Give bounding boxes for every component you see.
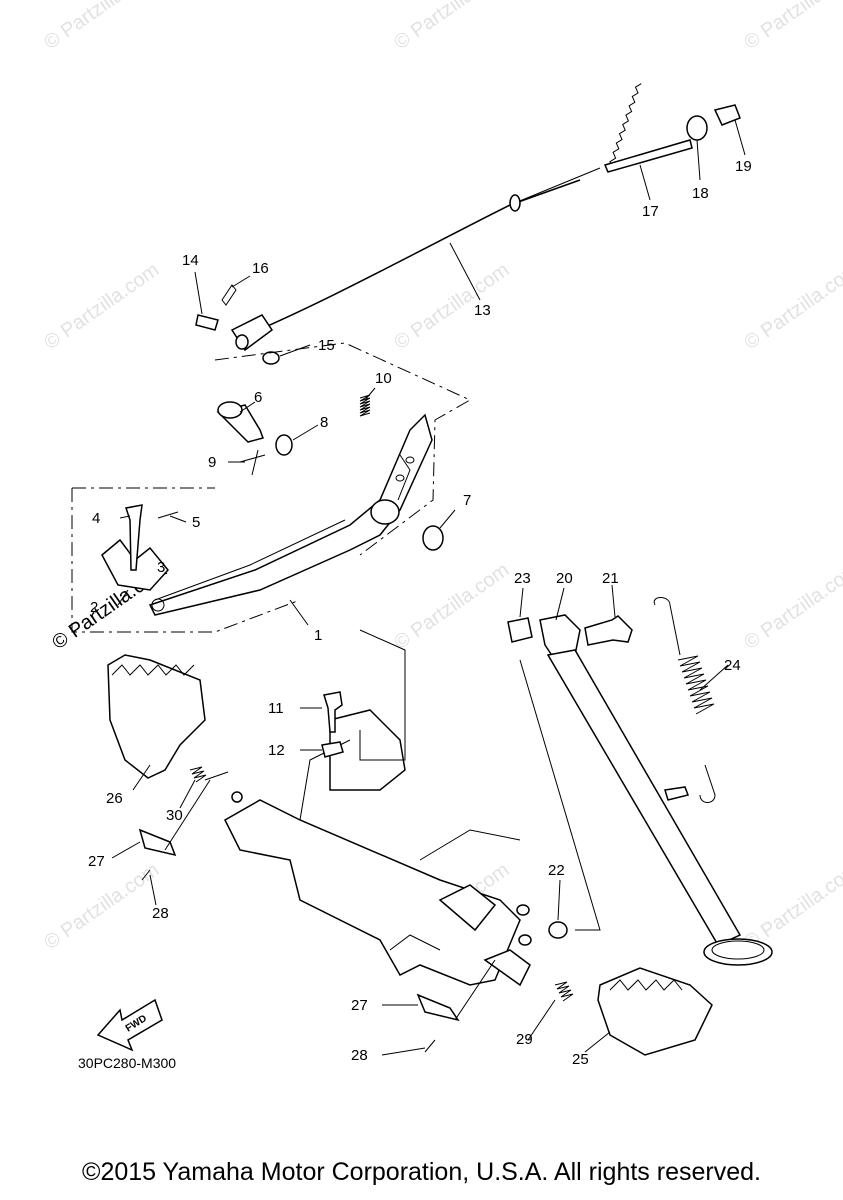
callout-4: 4	[92, 510, 100, 527]
callout-14: 14	[182, 252, 199, 269]
callout-18: 18	[692, 185, 709, 202]
leader-lines	[111, 119, 746, 1056]
brake-pedal	[148, 413, 433, 616]
watermark: © Partzilla.com	[740, 559, 843, 654]
callout-26: 26	[106, 790, 123, 807]
callout-27: 27	[88, 853, 105, 870]
adjusting-nut	[713, 104, 741, 126]
callout-2: 2	[90, 599, 98, 616]
callout-13: 13	[474, 302, 491, 319]
callout-27b: 27	[351, 997, 368, 1014]
sidestand-nut	[507, 617, 533, 643]
footrest-pin	[416, 993, 460, 1022]
brake-rod	[230, 167, 601, 352]
return-spring	[359, 394, 371, 417]
adjuster-joint	[686, 115, 708, 141]
watermark: © Partzilla.com	[40, 259, 163, 354]
callout-21: 21	[602, 570, 619, 587]
copyright-notice: ©2015 Yamaha Motor Corporation, U.S.A. A…	[82, 1158, 761, 1186]
sidestand	[539, 614, 773, 966]
watermark: © Partzilla.com	[740, 859, 843, 954]
cotter	[141, 869, 151, 881]
callout-28b: 28	[351, 1047, 368, 1064]
callout-29: 29	[516, 1031, 533, 1048]
footrest-spring	[189, 766, 229, 783]
callout-23: 23	[514, 570, 531, 587]
callout-3: 3	[157, 559, 165, 576]
sidestand-spring	[653, 597, 716, 803]
nut	[321, 741, 344, 758]
tip-cotter	[157, 511, 179, 519]
callout-28: 28	[152, 905, 169, 922]
circlip	[275, 434, 293, 456]
pedal-washer	[422, 525, 444, 551]
diagram-code: 30PC280-M300	[78, 1055, 176, 1071]
tip-pin	[125, 504, 143, 571]
callout-labels: 1 2 3 4 5 6 7 8 9 10 11 12 13 14 15 16 1…	[88, 158, 752, 1068]
adjuster-spring	[603, 83, 693, 173]
frame-bracket	[224, 709, 532, 987]
watermark: © Partzilla.com	[390, 0, 513, 54]
callout-10: 10	[375, 370, 392, 387]
callout-25: 25	[572, 1051, 589, 1068]
footrest-left	[107, 654, 206, 779]
assembly-outline	[214, 342, 472, 556]
callout-15: 15	[318, 337, 335, 354]
callout-19: 19	[735, 158, 752, 175]
callout-12: 12	[268, 742, 285, 759]
collar	[548, 921, 568, 939]
callout-30: 30	[166, 807, 183, 824]
callout-24: 24	[724, 657, 741, 674]
assembly-outline	[71, 487, 301, 633]
cotter	[424, 1039, 436, 1053]
callout-16: 16	[252, 260, 269, 277]
sidestand-bolt	[584, 615, 633, 646]
callout-11: 11	[268, 700, 284, 717]
fwd-arrow-icon: FWD	[96, 998, 163, 1052]
watermark: © Partzilla.com	[390, 559, 513, 654]
watermark-layer: © Partzilla.com © Partzilla.com © Partzi…	[40, 0, 843, 954]
callout-6: 6	[254, 389, 262, 406]
watermark: © Partzilla.com	[390, 259, 513, 354]
callout-8: 8	[320, 414, 328, 431]
callout-5: 5	[192, 514, 200, 531]
bolt	[323, 691, 343, 733]
callout-1: 1	[314, 627, 322, 644]
callout-9: 9	[208, 454, 216, 471]
cotter-pin	[221, 284, 237, 306]
footrest-right	[597, 967, 713, 1056]
snap-pin	[239, 449, 266, 476]
watermark: © Partzilla.com	[740, 259, 843, 354]
spring-pin	[664, 786, 689, 801]
watermark: © Partzilla.com	[740, 0, 843, 54]
callout-7: 7	[463, 492, 471, 509]
watermark: © Partzilla.com	[40, 0, 163, 54]
clevis-pin	[195, 314, 219, 331]
footrest-spring	[554, 981, 574, 1002]
callout-17: 17	[642, 203, 659, 220]
watermark: © Partzilla.com	[40, 859, 163, 954]
callout-22: 22	[548, 862, 565, 879]
washer	[262, 351, 280, 365]
callout-20: 20	[556, 570, 573, 587]
